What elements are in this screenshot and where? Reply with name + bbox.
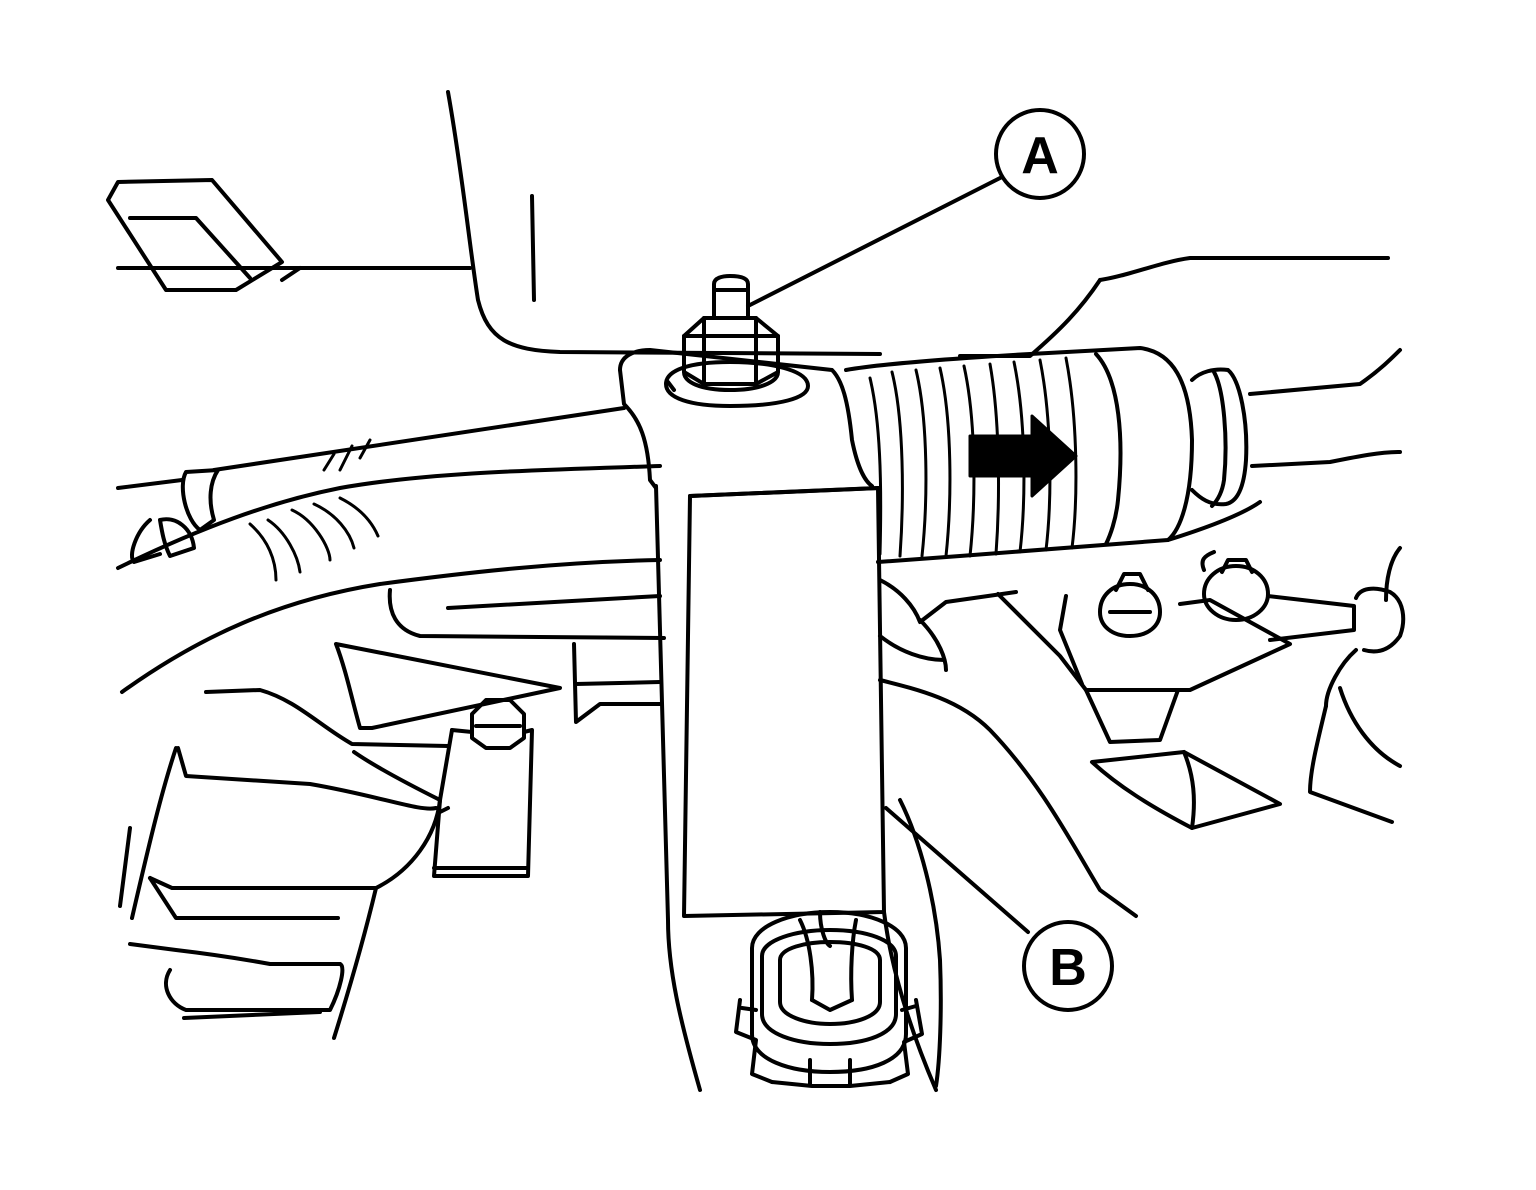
callout-a-label: A: [1021, 127, 1059, 185]
right-bracket: [878, 546, 1406, 830]
boot-bellows: [844, 346, 1402, 564]
direction-arrow-icon: [968, 414, 1078, 498]
callout-b-label: B: [1049, 939, 1087, 997]
callout-a: A: [746, 108, 1086, 308]
lower-bolt: [734, 910, 924, 1088]
lower-left-frame: [118, 588, 666, 1040]
upper-left-bracket: [106, 178, 472, 292]
small-bolt-bracket: [432, 698, 534, 878]
callout-b: B: [884, 806, 1114, 1012]
shaft: [116, 406, 662, 694]
lower-right-frame: [878, 618, 1138, 1088]
nut: [666, 274, 780, 392]
body-panel: [446, 90, 1390, 358]
